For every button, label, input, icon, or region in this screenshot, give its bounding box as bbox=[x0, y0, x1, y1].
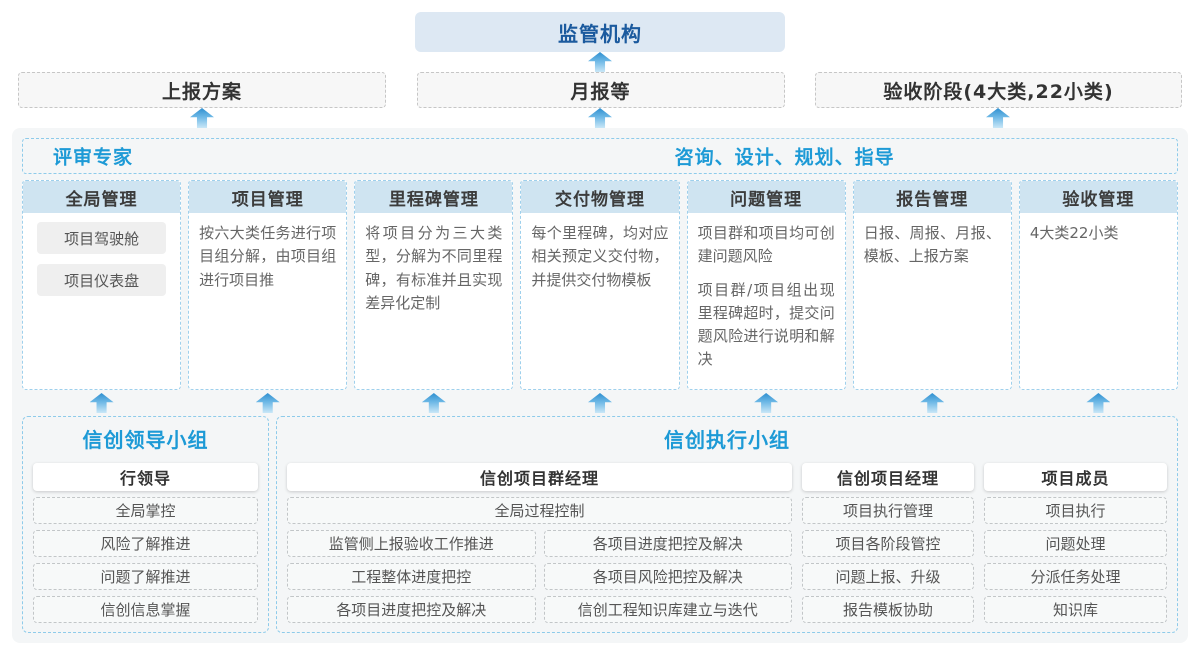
bottom-groups: 信创领导小组 行领导 全局掌控 风险了解推进 问题了解推进 信创信息掌握 信创执… bbox=[22, 416, 1178, 633]
up-arrow-icon bbox=[754, 393, 779, 413]
program-manager-section: 信创项目群经理 全局过程控制 监管侧上报验收工作推进 工程整体进度把控 各项目进… bbox=[287, 457, 792, 624]
column-deliverable-management: 交付物管理 每个里程碑，均对应相关预定义交付物，并提供交付物模板 bbox=[520, 180, 680, 390]
project-manager-item: 问题上报、升级 bbox=[802, 563, 974, 590]
up-arrow-icon bbox=[588, 108, 612, 128]
leadership-group-title: 信创领导小组 bbox=[82, 428, 209, 452]
program-manager-item: 各项目进度把控及解决 bbox=[287, 596, 536, 623]
column-description: 将项目分为三大类型，分解为不同里程碑，有标准并且实现差异化定制 bbox=[365, 224, 503, 312]
column-acceptance-management: 验收管理 4大类22小类 bbox=[1018, 180, 1178, 390]
column-title: 验收管理 bbox=[1019, 181, 1177, 213]
up-arrow-icon bbox=[588, 52, 612, 72]
project-manager-role: 信创项目经理 bbox=[802, 463, 974, 491]
execution-group: 信创执行小组 信创项目群经理 全局过程控制 监管侧上报验收工作推进 工程整体进度… bbox=[276, 416, 1178, 633]
report-plan-label: 上报方案 bbox=[161, 80, 242, 103]
program-manager-item: 各项目进度把控及解决 bbox=[543, 530, 792, 557]
management-columns: 全局管理 项目驾驶舱 项目仪表盘 项目管理 按六大类任务进行项目组分解，由项目组… bbox=[22, 180, 1178, 390]
column-title: 里程碑管理 bbox=[355, 181, 513, 213]
leadership-item: 全局掌控 bbox=[33, 497, 258, 524]
regulator-label: 监管机构 bbox=[558, 21, 642, 46]
outputs-row: 上报方案 月报等 验收阶段(4大类,22小类) bbox=[0, 72, 1200, 108]
up-arrow-icon bbox=[920, 393, 945, 413]
leadership-item: 信创信息掌握 bbox=[33, 596, 258, 623]
monthly-report-label: 月报等 bbox=[570, 80, 631, 103]
column-title: 交付物管理 bbox=[521, 181, 679, 213]
program-manager-item: 各项目风险把控及解决 bbox=[543, 563, 792, 590]
column-title: 全局管理 bbox=[23, 181, 181, 213]
project-members-role: 项目成员 bbox=[984, 463, 1167, 491]
bank-leader-role: 行领导 bbox=[33, 463, 258, 491]
member-item: 项目执行 bbox=[984, 497, 1167, 524]
column-report-management: 报告管理 日报、周报、月报、模板、上报方案 bbox=[852, 180, 1012, 390]
column-description: 按六大类任务进行项目组分解，由项目组进行项目推 bbox=[199, 224, 337, 289]
report-plan-box: 上报方案 bbox=[18, 72, 386, 108]
project-manager-item: 项目各阶段管控 bbox=[802, 530, 974, 557]
consulting-label: 咨询、设计、规划、指导 bbox=[674, 146, 895, 169]
project-manager-item: 项目执行管理 bbox=[802, 497, 974, 524]
member-item: 分派任务处理 bbox=[984, 563, 1167, 590]
member-item: 问题处理 bbox=[984, 530, 1167, 557]
column-description: 每个里程碑，均对应相关预定义交付物，并提供交付物模板 bbox=[531, 224, 669, 289]
column-description: 4大类22小类 bbox=[1029, 224, 1119, 242]
up-arrow-icon bbox=[587, 393, 612, 413]
program-manager-item: 工程整体进度把控 bbox=[287, 563, 536, 590]
arrow-row-top bbox=[0, 52, 1200, 72]
up-arrow-icon bbox=[89, 393, 114, 413]
project-members-section: 项目成员 项目执行 问题处理 分派任务处理 知识库 bbox=[984, 457, 1167, 624]
project-manager-item: 报告模板协助 bbox=[802, 596, 974, 623]
column-description: 项目群和项目均可创建问题风险 bbox=[697, 224, 835, 266]
program-manager-wide-item: 全局过程控制 bbox=[287, 497, 792, 524]
up-arrow-icon bbox=[255, 393, 280, 413]
acceptance-phase-label: 验收阶段(4大类,22小类) bbox=[883, 80, 1114, 103]
regulator-box: 监管机构 bbox=[415, 12, 785, 52]
column-issue-management: 问题管理 项目群和项目均可创建问题风险 项目群/项目组出现里程碑超时，提交问题风… bbox=[686, 180, 846, 390]
leadership-item: 问题了解推进 bbox=[33, 563, 258, 590]
project-manager-section: 信创项目经理 项目执行管理 项目各阶段管控 问题上报、升级 报告模板协助 bbox=[802, 457, 974, 624]
up-arrow-icon bbox=[1086, 393, 1111, 413]
monthly-report-box: 月报等 bbox=[416, 72, 785, 108]
column-description: 项目群/项目组出现里程碑超时，提交问题风险进行说明和解决 bbox=[697, 280, 835, 369]
program-manager-role: 信创项目群经理 bbox=[287, 463, 792, 491]
arrow-row-middle bbox=[0, 108, 1200, 128]
leadership-group: 信创领导小组 行领导 全局掌控 风险了解推进 问题了解推进 信创信息掌握 bbox=[22, 416, 269, 633]
up-arrow-icon bbox=[986, 108, 1010, 128]
experts-bar: 评审专家 咨询、设计、规划、指导 bbox=[22, 138, 1178, 174]
column-title: 报告管理 bbox=[853, 181, 1011, 213]
program-manager-item: 信创工程知识库建立与迭代 bbox=[543, 596, 792, 623]
column-global-management: 全局管理 项目驾驶舱 项目仪表盘 bbox=[22, 180, 182, 390]
column-title: 问题管理 bbox=[687, 181, 845, 213]
review-experts-label: 评审专家 bbox=[53, 146, 134, 169]
regulator-row: 监管机构 bbox=[0, 0, 1200, 52]
project-cockpit-pill: 项目驾驶舱 bbox=[37, 222, 167, 254]
project-dashboard-pill: 项目仪表盘 bbox=[37, 264, 167, 296]
column-description: 日报、周报、月报、模板、上报方案 bbox=[863, 224, 1001, 266]
up-arrow-icon bbox=[190, 108, 214, 128]
execution-group-title: 信创执行小组 bbox=[664, 428, 790, 452]
leadership-item: 风险了解推进 bbox=[33, 530, 258, 557]
arrow-row-bottom bbox=[22, 392, 1178, 414]
column-project-management: 项目管理 按六大类任务进行项目组分解，由项目组进行项目推 bbox=[188, 180, 348, 390]
column-title: 项目管理 bbox=[189, 181, 347, 213]
column-milestone-management: 里程碑管理 将项目分为三大类型，分解为不同里程碑，有标准并且实现差异化定制 bbox=[354, 180, 514, 390]
member-item: 知识库 bbox=[984, 596, 1167, 623]
program-manager-item: 监管侧上报验收工作推进 bbox=[287, 530, 536, 557]
up-arrow-icon bbox=[421, 393, 446, 413]
main-container: 评审专家 咨询、设计、规划、指导 全局管理 项目驾驶舱 项目仪表盘 项目管理 按… bbox=[12, 128, 1188, 643]
acceptance-phase-box: 验收阶段(4大类,22小类) bbox=[815, 72, 1182, 108]
